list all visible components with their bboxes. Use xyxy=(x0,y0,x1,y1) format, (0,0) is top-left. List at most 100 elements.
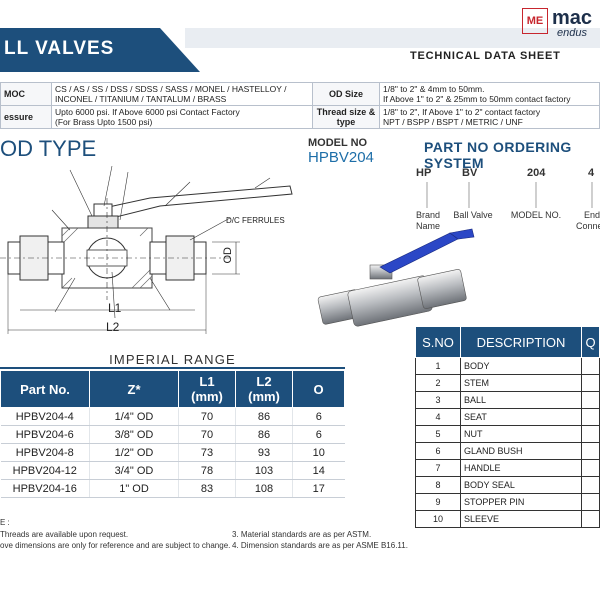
moc-value: CS / AS / SS / DSS / SDSS / SASS / MONEL… xyxy=(51,82,313,106)
od-size-label: OD Size xyxy=(312,82,380,106)
o-cell: 6 xyxy=(292,425,345,444)
logo-word: mac xyxy=(552,7,593,29)
od-dimension-label: OD xyxy=(222,247,234,264)
ordering-label-model: MODEL NO. xyxy=(510,210,562,220)
sno-cell: 3 xyxy=(415,391,461,409)
pressure-line-2: (For Brass Upto 1500 psi) xyxy=(55,117,153,127)
col-l2-line-1: L2 xyxy=(256,374,272,389)
l2-cell: 86 xyxy=(235,407,293,426)
part-no-cell: HPBV204-12 xyxy=(0,461,90,480)
z-cell: 3/4" OD xyxy=(89,461,179,480)
parts-header-row: S.NO DESCRIPTION Q xyxy=(415,326,600,358)
description-cell: BODY SEAL xyxy=(460,476,582,494)
code-brand: HP xyxy=(416,167,432,179)
sno-cell: 5 xyxy=(415,425,461,443)
qty-cell xyxy=(581,459,600,477)
l2-cell: 93 xyxy=(235,443,293,462)
description-cell: HANDLE xyxy=(460,459,582,477)
moc-line-2: INCONEL / TITANIUM / TANTALUM / BRASS xyxy=(55,94,227,104)
col-part-no: Part No. xyxy=(0,370,90,408)
thread-line-2: NPT / BSPP / BSPT / METRIC / UNF xyxy=(383,117,523,127)
col-l2: L2(mm) xyxy=(235,370,293,408)
part-no-cell: HPBV204-8 xyxy=(0,443,90,462)
code-type: BV xyxy=(462,167,478,179)
z-cell: 3/8" OD xyxy=(89,425,179,444)
thread-label-2: type xyxy=(336,117,356,127)
thread-line-1: 1/8" to 2", If Above 1" to 2" contact fa… xyxy=(383,107,541,117)
spec-row-pressure: essure Upto 6000 psi. If Above 6000 psi … xyxy=(0,105,600,129)
thread-value: 1/8" to 2", If Above 1" to 2" contact fa… xyxy=(379,105,600,129)
moc-label: MOC xyxy=(0,82,52,106)
label-brand-1: Brand xyxy=(415,210,441,220)
moc-line-1: CS / AS / SS / DSS / SDSS / SASS / MONEL… xyxy=(55,84,287,94)
description-cell: STOPPER PIN xyxy=(460,493,582,511)
thread-label-1: Thread size & xyxy=(316,107,376,117)
qty-cell xyxy=(581,510,600,528)
label-end-2: Connection xyxy=(576,221,600,231)
z-cell: 1/4" OD xyxy=(89,407,179,426)
note-3: 3. Material standards are as per ASTM. xyxy=(232,530,372,539)
description-cell: SEAT xyxy=(460,408,582,426)
o-cell: 17 xyxy=(292,479,345,498)
header-strip xyxy=(185,28,600,48)
sno-cell: 7 xyxy=(415,459,461,477)
qty-cell xyxy=(581,476,600,494)
col-z: Z* xyxy=(89,370,179,408)
code-end: 4 xyxy=(588,167,595,179)
sno-cell: 8 xyxy=(415,476,461,494)
qty-cell xyxy=(581,374,600,392)
col-sno: S.NO xyxy=(415,326,461,358)
od-type-title: OD TYPE xyxy=(0,136,97,161)
label-brand-2: Name xyxy=(415,221,440,231)
spec-row-moc: MOC CS / AS / SS / DSS / SDSS / SASS / M… xyxy=(0,82,600,106)
l1-cell: 70 xyxy=(178,425,236,444)
code-model: 204 xyxy=(527,167,546,179)
sheet-subtitle: TECHNICAL DATA SHEET xyxy=(410,50,561,62)
part-no-cell: HPBV204-16 xyxy=(0,479,90,498)
col-l1: L1(mm) xyxy=(178,370,236,408)
col-description: DESCRIPTION xyxy=(460,326,582,358)
logo-sub: endus xyxy=(557,27,587,39)
imperial-header-row: Part No. Z* L1(mm) L2(mm) O xyxy=(0,370,345,408)
qty-cell xyxy=(581,493,600,511)
spec-table: MOC CS / AS / SS / DSS / SDSS / SASS / M… xyxy=(0,82,600,129)
qty-cell xyxy=(581,442,600,460)
sno-cell: 2 xyxy=(415,374,461,392)
l2-dimension-label: L2 xyxy=(106,320,120,334)
description-cell: GLAND BUSH xyxy=(460,442,582,460)
description-cell: BALL xyxy=(460,391,582,409)
col-o: O xyxy=(292,370,345,408)
od-size-value: 1/8" to 2" & 4mm to 50mm. If Above 1" to… xyxy=(379,82,600,106)
sno-cell: 9 xyxy=(415,493,461,511)
description-cell: STEM xyxy=(460,374,582,392)
z-cell: 1" OD xyxy=(89,479,179,498)
l1-cell: 70 xyxy=(178,407,236,426)
thread-label: Thread size & type xyxy=(312,105,380,129)
od-line-1: 1/8" to 2" & 4mm to 50mm. xyxy=(383,84,485,94)
l1-cell: 73 xyxy=(178,443,236,462)
l2-cell: 103 xyxy=(235,461,293,480)
description-cell: BODY xyxy=(460,357,582,375)
ordering-leader-lines xyxy=(426,182,593,208)
description-cell: NUT xyxy=(460,425,582,443)
logo-mark: ME xyxy=(522,8,548,34)
note-2: ove dimensions are only for reference an… xyxy=(0,541,231,550)
part-no-cell: HPBV204-4 xyxy=(0,407,90,426)
ordering-label-end: End Connection xyxy=(576,210,600,232)
sno-cell: 1 xyxy=(415,357,461,375)
ferrules-label: D/C FERRULES xyxy=(226,216,285,225)
pressure-line-1: Upto 6000 psi. If Above 6000 psi Contact… xyxy=(55,107,240,117)
l1-cell: 83 xyxy=(178,479,236,498)
